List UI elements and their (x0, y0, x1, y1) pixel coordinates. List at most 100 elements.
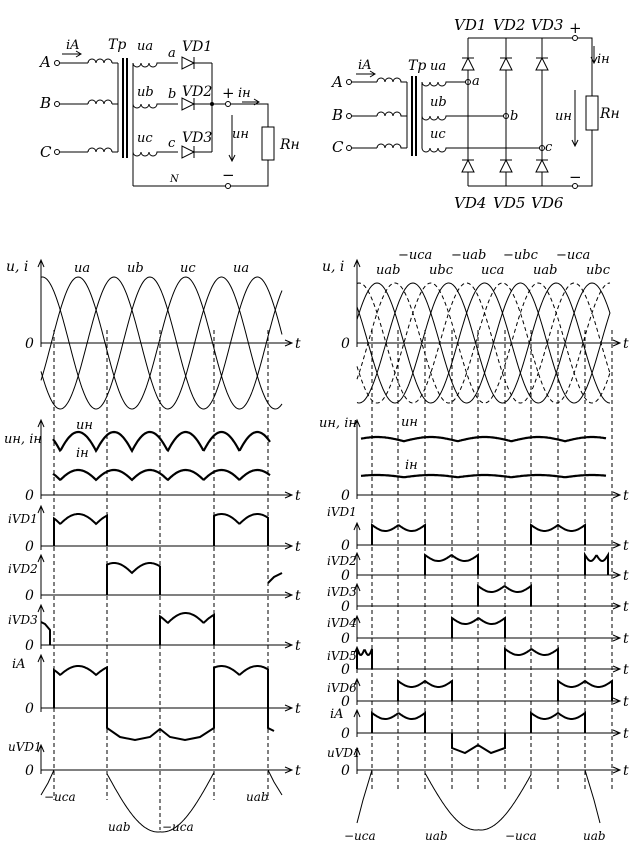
left-load-value-arrow-icon (37, 418, 45, 428)
right-ivd4-time-label: t (623, 631, 629, 647)
right-uvd1-time-label: t (623, 763, 629, 779)
right-ia-time-label: t (623, 726, 629, 742)
right-load-zero-label: 0 (341, 488, 350, 504)
bridge-negative-terminal (572, 183, 578, 189)
right-ivd3-time-arrow-icon (612, 602, 622, 610)
left-ia-value-arrow-icon (37, 653, 45, 663)
load-current-label: iн (238, 86, 251, 101)
right-ivd2-label: iVD2 (327, 554, 357, 568)
left-load-voltage-label: uн (76, 418, 93, 433)
right-ivd6-label: iVD6 (327, 681, 357, 695)
load-current-arrow (242, 98, 260, 106)
right-uvd1-value-arrow-icon (353, 746, 361, 756)
left-load-axis-label: uн, iн (4, 432, 42, 447)
right-ivd4-value-arrow-icon (353, 614, 361, 624)
right-ia-pulse-1 (371, 711, 426, 733)
left-top-value-arrow-icon (37, 258, 45, 268)
left-ivd1-zero-label: 0 (25, 539, 34, 555)
right-ivd6-time-arrow-icon (612, 697, 622, 705)
bridge-input-current-label: iA (358, 58, 372, 73)
right-ivd1-zero-label: 0 (341, 538, 350, 554)
right-load-current-curve (360, 473, 607, 479)
right-top-axis-label: u, i (322, 259, 344, 275)
load-voltage-arrow (228, 115, 236, 163)
vd6-label: VD6 (531, 194, 564, 212)
right-curve-neg-ubc-label: −ubc (503, 248, 539, 263)
phase-c-label: C (40, 143, 52, 161)
primary-leads (55, 62, 88, 153)
right-ivd5-zero-label: 0 (341, 662, 350, 678)
secondary-winding-b (132, 103, 178, 109)
left-ivd2-value-arrow-icon (37, 553, 45, 563)
bridge-node-b-label: b (510, 109, 518, 124)
minus-sign: − (222, 166, 235, 184)
right-ivd3-pulse-1 (477, 584, 532, 606)
right-curve-neg-uab-label: −uab (451, 248, 486, 263)
left-ia-pulse-2 (213, 665, 269, 708)
left-uvd1-arc-1 (106, 773, 161, 833)
left-load-time-arrow-icon (284, 491, 294, 499)
left-uvd1-arc-2 (159, 772, 215, 833)
right-top-value-arrow-icon (353, 258, 361, 268)
left-ivd3-edge (40, 621, 51, 645)
right-uvd1-time-arrow-icon (612, 766, 622, 774)
right-load-time-label: t (623, 488, 629, 504)
right-neg-line-voltage-2 (356, 282, 611, 404)
node-a-label: a (168, 46, 176, 61)
left-uvd1-zero-label: 0 (25, 763, 34, 779)
diode-vd2-cathode (193, 98, 225, 110)
right-top-time-label: t (623, 336, 629, 352)
positive-terminal (225, 101, 231, 107)
right-ivd1-label: iVD1 (327, 505, 357, 519)
left-ia-negative (106, 708, 215, 742)
left-load-zero-label: 0 (25, 488, 34, 504)
bridge-terminal-b (346, 113, 352, 119)
bridge-secondary-ua-label: ua (430, 59, 446, 74)
right-ia-time-arrow-icon (612, 729, 622, 737)
right-ivd4-time-arrow-icon (612, 634, 622, 642)
bridge-primary-winding-a (376, 77, 407, 83)
right-ivd5-time-arrow-icon (612, 665, 622, 673)
right-ivd3-time-label: t (623, 599, 629, 615)
secondary-winding-c (132, 151, 178, 157)
bridge-transformer-label: Tp (408, 58, 426, 74)
right-uvd1-start (356, 769, 373, 824)
right-line-voltage-1 (356, 282, 611, 404)
left-ia-pulse-1 (53, 665, 108, 708)
right-uvd1-zero-label: 0 (341, 763, 350, 779)
secondary-ua-label: ua (137, 39, 153, 54)
right-uvd1-arc-2 (477, 774, 532, 831)
right-ivd3-label: iVD3 (327, 585, 357, 599)
right-ia-zero-label: 0 (341, 726, 350, 742)
left-curve-ua (40, 276, 283, 410)
left-ivd2-label: iVD2 (8, 562, 38, 576)
node-b-label: b (168, 87, 176, 102)
left-load-time-label: t (295, 488, 301, 504)
left-uvd1-end (267, 769, 283, 796)
bridge-phase-a-label: A (330, 73, 343, 91)
right-ivd2-time-arrow-icon (612, 571, 622, 579)
left-ivd1-pulse-2 (213, 513, 269, 546)
right-load-axis-label: uн, iн (319, 416, 357, 431)
node-c-label: c (168, 136, 176, 151)
left-ivd2-time-arrow-icon (284, 591, 294, 599)
vd4-label: VD4 (454, 194, 486, 212)
neutral-label: N (169, 174, 180, 185)
right-ivd2-pulse-1 (424, 553, 479, 575)
right-line-voltage-2 (356, 282, 611, 404)
left-ivd3-zero-label: 0 (25, 638, 34, 654)
right-ivd2-pulse-2 (584, 551, 609, 575)
left-uvd1-time-label: t (295, 763, 301, 779)
left-curve-ub-label: ub (127, 261, 144, 276)
vd2-label: VD2 (493, 16, 525, 34)
right-bottom-label-4: uab (583, 829, 606, 843)
left-curve-uc (40, 276, 283, 410)
load-top-wire (231, 103, 269, 127)
right-ivd6-pulse-1 (397, 679, 453, 701)
left-ivd2-time-label: t (295, 588, 301, 604)
left-curve-ua2-label: ua (233, 261, 249, 276)
right-bottom-label-3: −uca (505, 829, 537, 843)
left-load-voltage-curve (52, 430, 271, 454)
right-ivd3-value-arrow-icon (353, 582, 361, 592)
